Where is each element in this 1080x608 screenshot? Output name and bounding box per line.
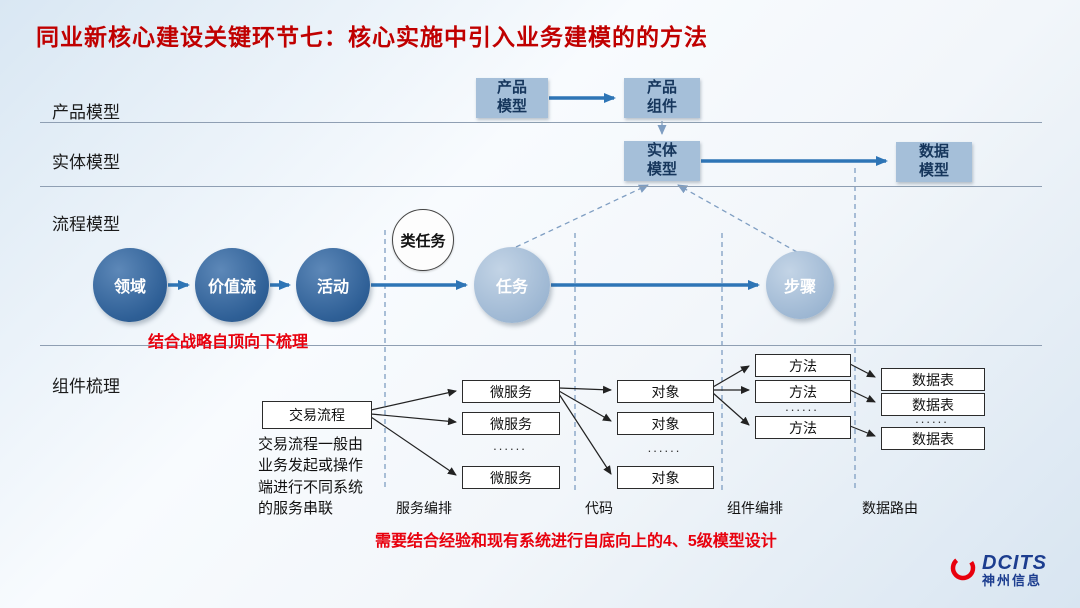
logo-swoosh-icon bbox=[950, 555, 976, 581]
lane-label-component-sort: 组件梳理 bbox=[52, 377, 120, 396]
circle-value-stream: 价值流 bbox=[195, 248, 269, 322]
box-transaction-flow: 交易流程 bbox=[262, 401, 372, 429]
bottom-note: 需要结合经验和现有系统进行自底向上的4、5级模型设计 bbox=[375, 533, 777, 550]
box-object-2: 对象 bbox=[617, 412, 714, 435]
circle-task: 任务 bbox=[474, 247, 550, 323]
box-product-model: 产品 模型 bbox=[476, 78, 548, 118]
box-microservice-3: 微服务 bbox=[462, 466, 560, 489]
box-table-3: 数据表 bbox=[881, 427, 985, 450]
logo-company-text: 神州信息 bbox=[982, 573, 1043, 588]
divider-product bbox=[40, 122, 1042, 123]
box-method-1: 方法 bbox=[755, 354, 851, 377]
lane-label-entity-model: 实体模型 bbox=[52, 153, 120, 172]
box-data-model: 数据 模型 bbox=[896, 142, 972, 182]
ellipsis-objects: ...... bbox=[647, 440, 682, 455]
ellipsis-methods: ...... bbox=[785, 399, 819, 414]
column-label-data-routing: 数据路由 bbox=[862, 500, 918, 516]
divider-process bbox=[40, 345, 1042, 346]
ellipsis-microservices: ...... bbox=[493, 438, 527, 453]
column-label-component-orchestration: 组件编排 bbox=[727, 500, 783, 516]
box-microservice-1: 微服务 bbox=[462, 380, 560, 403]
box-table-1: 数据表 bbox=[881, 368, 985, 391]
circle-task-class: 类任务 bbox=[392, 209, 454, 271]
circle-domain: 领域 bbox=[93, 248, 167, 322]
ellipsis-tables: ...... bbox=[915, 411, 949, 426]
column-label-service-orchestration: 服务编排 bbox=[396, 500, 452, 516]
column-label-code: 代码 bbox=[585, 500, 613, 516]
transaction-description: 交易流程一般由业务发起或操作端进行不同系统的服务串联 bbox=[258, 436, 364, 517]
logo: DCITS 神州信息 bbox=[948, 552, 1047, 588]
page-title: 同业新核心建设关键环节七：核心实施中引入业务建模的的方法 bbox=[36, 24, 708, 50]
circle-activity: 活动 bbox=[296, 248, 370, 322]
box-object-1: 对象 bbox=[617, 380, 714, 403]
box-product-component: 产品 组件 bbox=[624, 78, 700, 118]
box-method-3: 方法 bbox=[755, 416, 851, 439]
box-method-2: 方法 bbox=[755, 380, 851, 403]
lane-label-process-model: 流程模型 bbox=[52, 215, 120, 234]
box-microservice-2: 微服务 bbox=[462, 412, 560, 435]
circle-step: 步骤 bbox=[766, 251, 834, 319]
logo-brand-text: DCITS bbox=[982, 552, 1047, 574]
box-table-2: 数据表 bbox=[881, 393, 985, 416]
divider-entity bbox=[40, 186, 1042, 187]
box-entity-model: 实体 模型 bbox=[624, 141, 700, 181]
box-object-3: 对象 bbox=[617, 466, 714, 489]
top-down-note: 结合战略自顶向下梳理 bbox=[148, 334, 309, 351]
lane-label-product-model: 产品模型 bbox=[52, 103, 120, 122]
